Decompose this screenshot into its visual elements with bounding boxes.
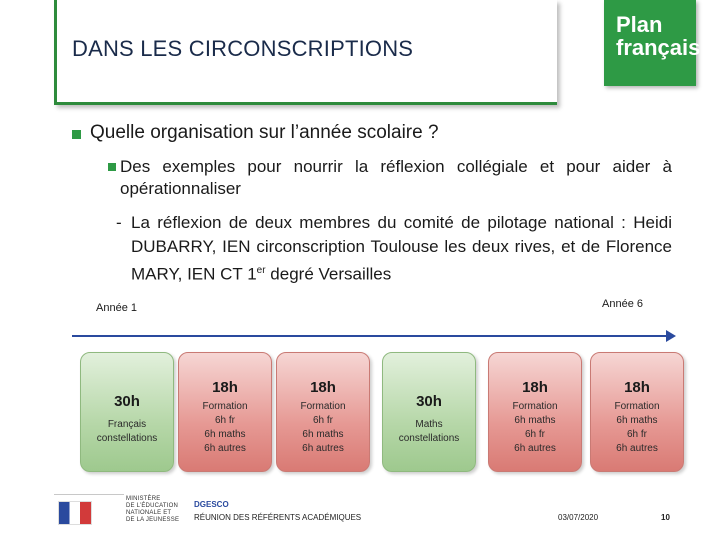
card-detail-line: Formation bbox=[202, 401, 248, 412]
card-detail-line: 6h maths bbox=[514, 415, 556, 426]
ministry-line: DE LA JEUNESSE bbox=[126, 517, 180, 523]
card-details: Maths constellations bbox=[383, 418, 475, 446]
ministry-name: MINISTÈRE DE L’ÉDUCATION NATIONALE ET DE… bbox=[126, 496, 184, 524]
bullet-level-1: Quelle organisation sur l’année scolaire… bbox=[72, 122, 439, 144]
card-hours: 18h bbox=[522, 379, 548, 396]
card-hours: 18h bbox=[310, 379, 336, 396]
card-detail-line: 6h fr bbox=[214, 415, 235, 426]
card-detail-line: 6h autres bbox=[616, 443, 658, 454]
footer-meeting: RÉUNION DES RÉFÉRENTS ACADÉMIQUES bbox=[194, 513, 362, 522]
card-detail-line: Maths bbox=[415, 419, 443, 430]
card-detail-line: Formation bbox=[300, 401, 346, 412]
card-detail-line: Français bbox=[107, 419, 147, 430]
card-detail-line: constellations bbox=[96, 433, 158, 444]
card-details: Formation 6h maths 6h fr 6h autres bbox=[489, 400, 581, 456]
ministry-line: NATIONALE ET bbox=[126, 510, 172, 516]
square-bullet-icon bbox=[108, 163, 116, 171]
footer-date: 03/07/2020 bbox=[558, 513, 599, 522]
ordinal-superscript: er bbox=[256, 265, 266, 276]
card-detail-line: 6h autres bbox=[204, 443, 246, 454]
card-details: Formation 6h fr 6h maths 6h autres bbox=[179, 400, 271, 456]
bullet-level-3: - La réflexion de deux membres du comité… bbox=[116, 211, 672, 287]
card-hours: 18h bbox=[212, 379, 238, 396]
card-detail-line: 6h maths bbox=[616, 415, 658, 426]
card-details: Formation 6h fr 6h maths 6h autres bbox=[277, 400, 369, 456]
timeline-line bbox=[72, 335, 668, 337]
bullet-level-3-main: La réflexion de deux membres du comité d… bbox=[131, 213, 672, 284]
card-hours: 30h bbox=[416, 393, 442, 410]
square-bullet-icon bbox=[72, 130, 81, 139]
bullet-level-3-text: La réflexion de deux membres du comité d… bbox=[118, 211, 672, 287]
timeline-start-label: Année 1 bbox=[96, 302, 137, 314]
bullet-level-2-text: Des exemples pour nourrir la réflexion c… bbox=[120, 157, 672, 198]
footer-dgesco: DGESCO bbox=[194, 500, 229, 509]
page-number: 10 bbox=[661, 513, 670, 522]
timeline-end-label: Année 6 bbox=[602, 298, 643, 310]
bullet-level-2: Des exemples pour nourrir la réflexion c… bbox=[108, 156, 672, 200]
card-details: Français constellations bbox=[81, 418, 173, 446]
card-detail-line: 6h fr bbox=[626, 429, 647, 440]
arrow-right-icon bbox=[666, 330, 676, 342]
card-detail-line: 6h maths bbox=[302, 429, 344, 440]
logo-line-1: Plan bbox=[616, 12, 663, 37]
card-detail-line: Formation bbox=[512, 401, 558, 412]
card-detail-line: 6h autres bbox=[302, 443, 344, 454]
card-detail-line: Formation bbox=[614, 401, 660, 412]
ministry-line: MINISTÈRE bbox=[126, 496, 161, 502]
card-hours: 18h bbox=[624, 379, 650, 396]
plan-francais-logo: Plan français bbox=[604, 0, 700, 86]
marianne-flag-icon bbox=[58, 501, 92, 525]
bullet-level-3-end: degré Versailles bbox=[265, 264, 392, 284]
card-detail-line: 6h fr bbox=[524, 429, 545, 440]
card-details: Formation 6h maths 6h fr 6h autres bbox=[591, 400, 683, 456]
dash-bullet-icon: - bbox=[116, 213, 122, 232]
bullet-level-1-text: Quelle organisation sur l’année scolaire… bbox=[90, 122, 439, 143]
card-detail-line: constellations bbox=[398, 433, 460, 444]
slide-title: DANS LES CIRCONSCRIPTIONS bbox=[72, 36, 414, 61]
card-detail-line: 6h fr bbox=[312, 415, 333, 426]
ministry-line: DE L’ÉDUCATION bbox=[126, 503, 179, 509]
title-frame bbox=[54, 0, 557, 105]
card-hours: 30h bbox=[114, 393, 140, 410]
ministry-logo bbox=[54, 494, 124, 529]
logo-line-2: français bbox=[616, 35, 701, 60]
card-detail-line: 6h maths bbox=[204, 429, 246, 440]
card-detail-line: 6h autres bbox=[514, 443, 556, 454]
